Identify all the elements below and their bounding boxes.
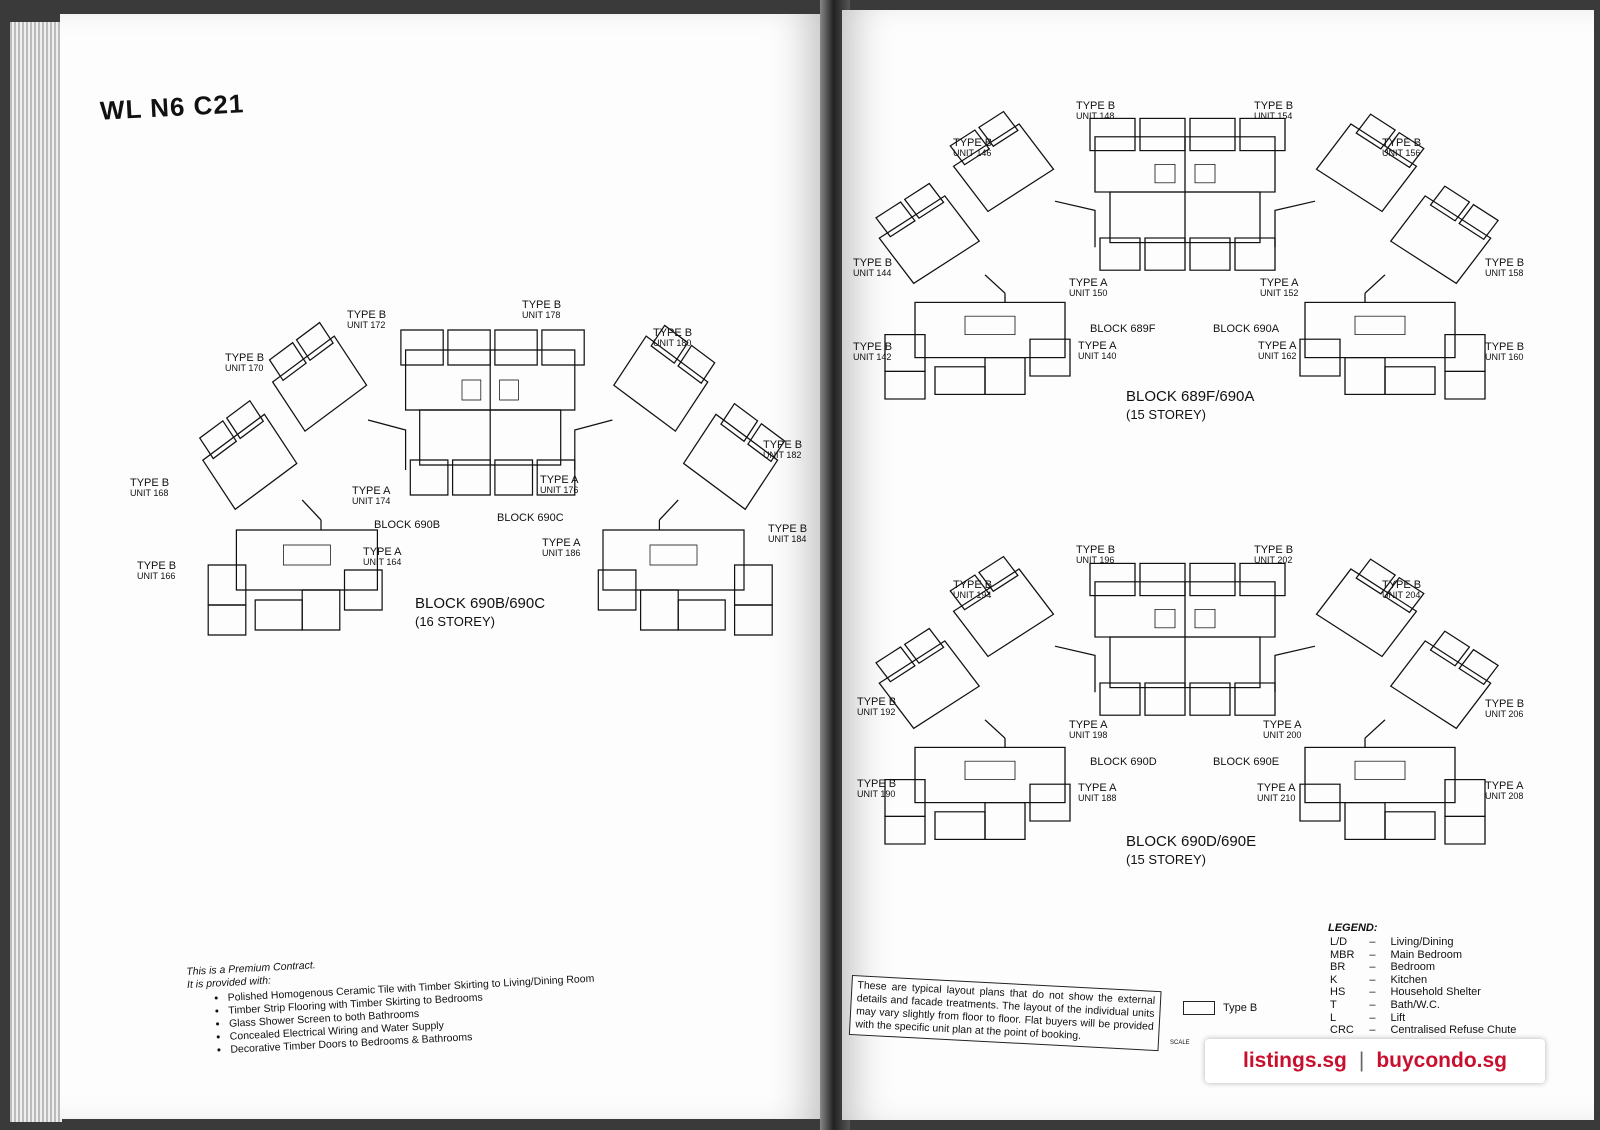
block-title: BLOCK 690D/690E(15 STOREY) [1126, 833, 1257, 867]
watermark-listings: listings.sg [1243, 1049, 1347, 1072]
block-label: BLOCK 690C [497, 512, 564, 524]
legend-table: L/D–Living/Dining MBR–Main Bedroom BR–Be… [1328, 936, 1518, 1037]
block-label: BLOCK 690E [1213, 756, 1280, 768]
block-label: BLOCK 689F [1090, 323, 1156, 335]
legend-row: K–Kitchen [1330, 973, 1428, 986]
legend-row: L–Lift [1330, 1011, 1406, 1024]
legend-row: BR–Bedroom [1330, 961, 1436, 974]
legend-row: HS–Household Shelter [1330, 986, 1481, 999]
left-page [60, 14, 820, 1119]
legend-row: L/D–Living/Dining [1330, 936, 1454, 948]
legend-row: CRC–Centralised Refuse Chute [1330, 1024, 1517, 1037]
type-b-key-swatch [1183, 1001, 1215, 1015]
legend: LEGEND: L/D–Living/Dining MBR–Main Bedro… [1328, 922, 1518, 1037]
block-title: BLOCK 690B/690C(16 STOREY) [415, 595, 546, 629]
block-label: BLOCK 690D [1090, 756, 1157, 768]
block-label: BLOCK 690B [374, 519, 441, 531]
watermark-separator: | [1358, 1049, 1365, 1072]
right-page [842, 10, 1594, 1120]
block-label: BLOCK 690A [1213, 323, 1280, 335]
legend-row: MBR–Main Bedroom [1330, 948, 1462, 961]
block-title: BLOCK 689F/690A(15 STOREY) [1126, 388, 1255, 422]
page-edges [10, 22, 62, 1122]
legend-title: LEGEND: [1328, 922, 1378, 934]
watermark-banner: listings.sg | buycondo.sg [1205, 1039, 1545, 1083]
type-b-key-label: Type B [1223, 1002, 1258, 1014]
watermark-buycondo: buycondo.sg [1376, 1049, 1507, 1072]
scale-bar-label: SCALE [1170, 1040, 1190, 1046]
legend-row: T–Bath/W.C. [1330, 998, 1440, 1011]
